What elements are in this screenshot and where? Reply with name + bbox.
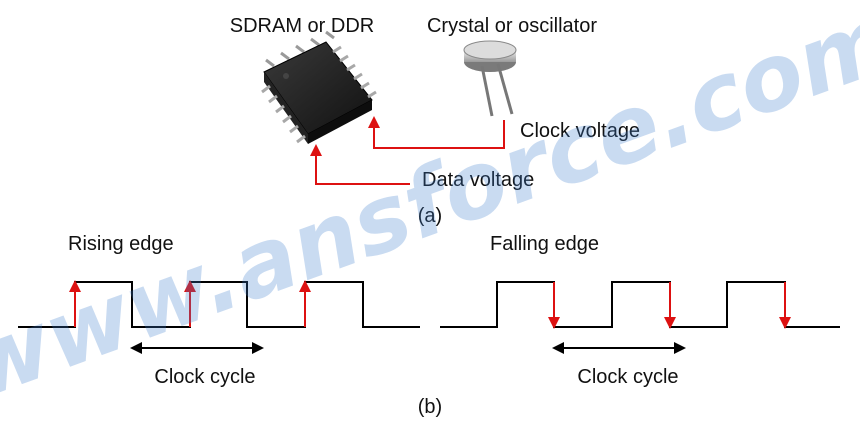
data-voltage-label: Data voltage	[422, 169, 534, 191]
data-voltage-arrow	[310, 144, 410, 185]
crystal-label: Crystal or oscillator	[427, 15, 597, 37]
clock-voltage-label: Clock voltage	[520, 120, 640, 142]
rising-clock-waveform	[18, 281, 420, 328]
panel-b: Rising edge Falling edge Clock cycle Clo…	[18, 233, 840, 418]
rising-edge-arrows	[69, 280, 311, 327]
panel-a: SDRAM or DDR Crystal or oscillator	[230, 15, 640, 227]
clock-voltage-arrow	[368, 116, 505, 149]
panel-a-caption: (a)	[418, 205, 442, 227]
falling-edge-title: Falling edge	[490, 233, 599, 255]
falling-clock-waveform	[440, 281, 840, 328]
right-clock-cycle-label: Clock cycle	[577, 366, 678, 388]
sdram-chip-icon	[261, 30, 377, 144]
left-clock-cycle-label: Clock cycle	[154, 366, 255, 388]
rising-edge-title: Rising edge	[68, 233, 174, 255]
watermark-text: www.ansforce.com	[0, 0, 860, 420]
panel-b-caption: (b)	[418, 396, 442, 418]
chip-label: SDRAM or DDR	[230, 15, 374, 37]
falling-edge-arrows	[548, 282, 791, 329]
crystal-oscillator-icon	[463, 40, 517, 117]
